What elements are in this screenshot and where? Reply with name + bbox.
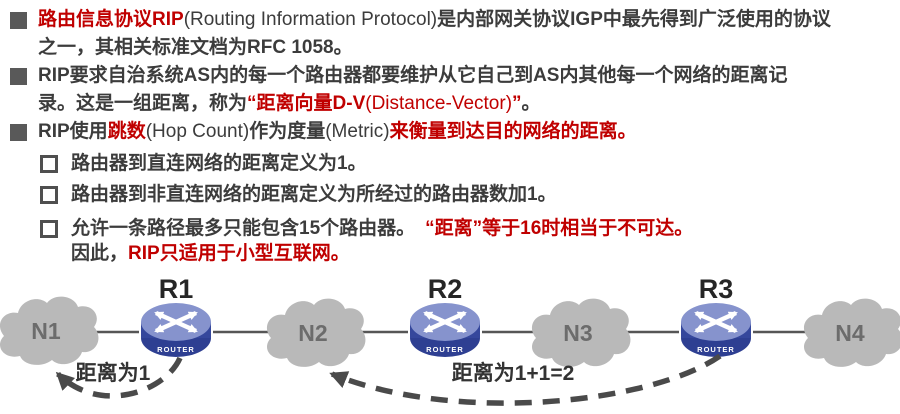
distance-label-1: 距离为1	[76, 361, 151, 385]
b3-red-tail: 来衡量到达目的网络的距离。	[389, 121, 637, 142]
b3-seg1: RIP使用	[38, 121, 108, 142]
sub-bullet-3-text: 允许一条路径最多只能包含15个路由器。 “距离”等于16时相当于不可达。因此，RI…	[71, 216, 693, 266]
b3-metric-cn: 作为度量	[249, 121, 326, 142]
b1-red-title: 路由信息协议RIP	[38, 9, 184, 30]
sub-bullet-item-3: 允许一条路径最多只能包含15个路由器。 “距离”等于16时相当于不可达。因此，RI…	[0, 216, 900, 266]
cloud-label-n2: N2	[298, 320, 327, 346]
sub-bullet-1-text: 路由器到直连网络的距离定义为1。	[71, 153, 367, 174]
bullet-3-text: RIP使用跳数(Hop Count)作为度量(Metric)来衡量到达目的网络的…	[38, 118, 637, 146]
cloud-n2: N2	[266, 298, 366, 367]
sub3-black1: 允许一条路径最多只能包含15个路由器。	[71, 218, 416, 239]
b3-hopcount-en: (Hop Count)	[145, 121, 250, 142]
router-body-label: ROUTER	[426, 345, 464, 354]
b1-rest: 是内部网关协议IGP中最先得到广泛使用的协议	[437, 9, 831, 30]
network-diagram: N1 N2 N3 N4 R1 R2 R3 ROUTER ROUTER ROUTE…	[0, 274, 900, 406]
sub3-red1: “距离”等于16时相当于不可达。	[425, 218, 694, 239]
cloud-n1: N1	[0, 296, 99, 365]
router-body-label: ROUTER	[157, 345, 195, 354]
b2-pre: 录。这是一组距离，称为	[38, 93, 248, 114]
b3-metric-en: (Metric)	[325, 121, 390, 142]
b2-dv-english: (Distance-Vector)	[365, 93, 513, 114]
bullet-square-icon	[10, 12, 27, 29]
sub-bullet-item-1: 路由器到直连网络的距离定义为1。	[0, 151, 900, 177]
distance-arrow-r3-to-n2	[329, 353, 722, 406]
router-label-r3: R3	[699, 274, 734, 304]
bullet-item-1: 路由信息协议RIP(Routing Information Protocol)是…	[0, 6, 900, 62]
hollow-square-icon	[40, 220, 58, 238]
cloud-n4: N4	[803, 298, 900, 367]
router-body-label: ROUTER	[697, 345, 735, 354]
b1-english-paren: (Routing Information Protocol)	[183, 9, 438, 30]
sub3-red2: RIP只适用于小型互联网。	[128, 243, 350, 264]
b2-dv-bold: “距离向量D-V	[247, 93, 366, 114]
distance-label-2: 距离为1+1=2	[452, 361, 575, 385]
router-icon-r1: ROUTER	[139, 301, 213, 359]
router-label-r1: R1	[159, 274, 194, 304]
bullet-1-text: 路由信息协议RIP(Routing Information Protocol)是…	[38, 6, 831, 62]
b1-line2: 之一，其相关标准文档为RFC 1058。	[38, 37, 353, 58]
b2-close-quote: ”	[512, 93, 522, 114]
bullet-item-3: RIP使用跳数(Hop Count)作为度量(Metric)来衡量到达目的网络的…	[0, 118, 900, 146]
sub-bullet-2-text: 路由器到非直连网络的距离定义为所经过的路由器数加1。	[71, 184, 557, 205]
distance-arrow-r1-to-n1	[55, 356, 183, 399]
hollow-square-icon	[40, 155, 58, 173]
router-icon-r3: ROUTER	[679, 301, 753, 359]
bullet-list: 路由信息协议RIP(Routing Information Protocol)是…	[0, 6, 900, 266]
cloud-label-n1: N1	[31, 318, 61, 344]
sub3-black2: 因此，	[71, 243, 129, 264]
bullet-item-2: RIP要求自治系统AS内的每一个路由器都要维护从它自己到AS内其他每一个网络的距…	[0, 62, 900, 118]
b2-period: 。	[521, 93, 541, 114]
sub-bullet-item-2: 路由器到非直连网络的距离定义为所经过的路由器数加1。	[0, 182, 900, 208]
router-icon-r2: ROUTER	[408, 301, 482, 359]
cloud-n3: N3	[531, 298, 631, 367]
router-label-r2: R2	[428, 274, 463, 304]
b3-hopcount-cn: 跳数	[107, 121, 146, 142]
cloud-label-n3: N3	[563, 320, 592, 346]
cloud-label-n4: N4	[835, 320, 865, 346]
b2-line1: RIP要求自治系统AS内的每一个路由器都要维护从它自己到AS内其他每一个网络的距…	[38, 65, 788, 86]
bullet-square-icon	[10, 124, 27, 141]
bullet-square-icon	[10, 68, 27, 85]
hollow-square-icon	[40, 186, 58, 204]
bullet-2-text: RIP要求自治系统AS内的每一个路由器都要维护从它自己到AS内其他每一个网络的距…	[38, 62, 787, 118]
